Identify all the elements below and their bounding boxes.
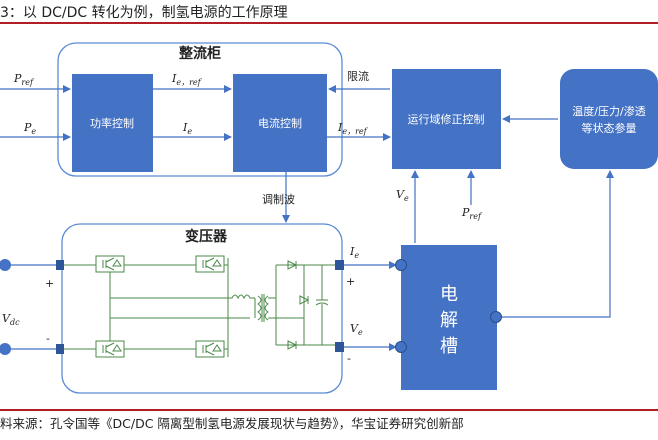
operation-control-label: 运行域修正控制 <box>408 112 485 126</box>
signal-minus-in: - <box>46 332 50 345</box>
current-control-box <box>233 74 327 172</box>
current-control-label: 电流控制 <box>258 116 302 130</box>
figure-title: 3：以 DC/DC 转化为例，制氢电源的工作原理 <box>0 5 288 21</box>
state-params-line2: 等状态参量 <box>582 121 637 135</box>
bottom-rule <box>0 409 658 411</box>
signal-minus-out: - <box>347 352 351 365</box>
electrolyzer-node-right <box>490 311 502 323</box>
rectifier-cabinet-title: 整流柜 <box>178 45 221 62</box>
transformer-title: 变压器 <box>185 228 228 245</box>
rectifier-cabinet-frame <box>57 42 343 177</box>
electrolyzer-feedback-line <box>496 170 614 318</box>
output-port-bottom <box>335 342 344 352</box>
input-port-bottom <box>56 344 64 354</box>
electrolyzer-char3: 槽 <box>440 336 458 357</box>
electrolyzer-box <box>401 245 497 390</box>
transformer-frame <box>61 223 343 394</box>
signal-vdc: Vdc <box>2 312 20 327</box>
signal-limit-flow: 限流 <box>347 69 369 83</box>
electrolyzer-char2: 解 <box>440 310 458 331</box>
signal-p-ref: Pref <box>13 72 35 87</box>
signal-ie-out: Ie <box>349 245 359 260</box>
input-port-top <box>56 260 64 270</box>
electrolyzer-node-bottom <box>395 341 407 353</box>
signal-ie-mid: Ie <box>182 121 192 136</box>
output-port-top <box>335 260 344 270</box>
signal-p-e: Pe <box>23 121 36 136</box>
power-control-label: 功率控制 <box>90 116 134 130</box>
signal-ie-ref-top: Ie，ref <box>171 72 203 87</box>
transformer-circuit <box>64 255 335 358</box>
signal-ie-ref-right: Ie，ref <box>337 121 369 136</box>
signal-modulation-wave: 调制波 <box>262 193 295 206</box>
figure-source: 料来源：孔令国等《DC/DC 隔离型制氢电源发展现状与趋势》，华宝证券研究创新部 <box>0 416 464 431</box>
signal-plus-in: + <box>45 277 54 290</box>
state-params-box <box>560 69 658 169</box>
signal-ve-left: Ve <box>396 188 409 203</box>
dc-plus-terminal <box>0 259 11 271</box>
signal-plus-out: + <box>346 275 355 288</box>
electrolyzer-char1: 电 <box>440 284 458 305</box>
signal-p-ref-bottom: Pref <box>461 206 483 221</box>
signal-ve-out: Ve <box>350 322 363 337</box>
operation-control-box <box>392 69 501 169</box>
power-control-box <box>72 74 153 172</box>
state-params-line1: 温度/压力/渗透 <box>572 104 645 118</box>
dc-minus-terminal <box>0 343 11 355</box>
top-rule <box>0 22 658 24</box>
electrolyzer-node-top <box>395 259 407 271</box>
